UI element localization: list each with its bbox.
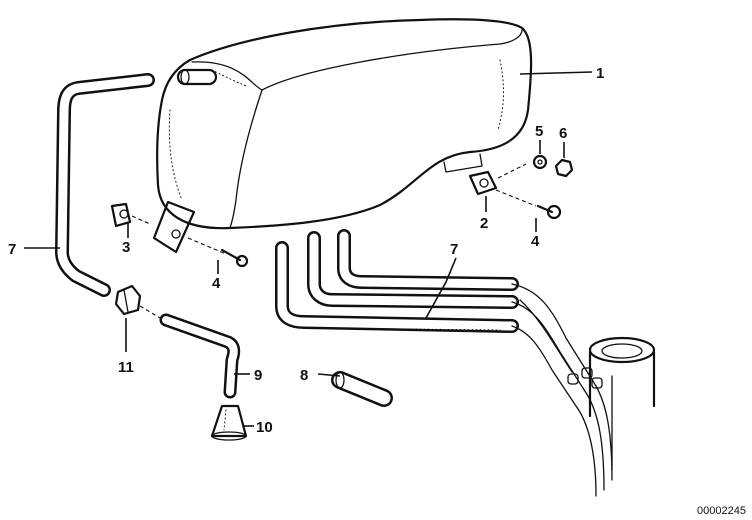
end-cap [210, 404, 248, 441]
vent-hose-left [55, 73, 155, 297]
document-number: 00002245 [697, 505, 746, 517]
hose-sleeve [331, 371, 393, 407]
callout-4-right: 4 [531, 233, 540, 250]
grommet [114, 284, 142, 316]
callout-1: 1 [596, 65, 604, 82]
callout-8: 8 [300, 367, 308, 384]
screw-left [187, 237, 249, 268]
callout-7-right: 7 [450, 241, 458, 258]
clip-right [468, 163, 537, 207]
callout-9: 9 [254, 367, 262, 384]
callout-11: 11 [118, 359, 134, 376]
callout-3: 3 [122, 239, 130, 256]
clip-left [110, 202, 151, 228]
washer [532, 154, 548, 170]
nut [554, 158, 574, 178]
connection-line-grommet [139, 305, 161, 319]
vent-hose-group [275, 229, 519, 333]
callout-4-left: 4 [212, 275, 221, 292]
leader-lines [24, 71, 593, 427]
screw-right [536, 204, 562, 220]
callout-labels: 1 5 6 2 3 4 4 7 7 11 9 8 10 [8, 65, 604, 436]
frame-lines [511, 283, 613, 497]
callout-5: 5 [535, 123, 543, 140]
callout-7-left: 7 [8, 241, 16, 258]
callout-6: 6 [559, 125, 567, 142]
bent-pipe [159, 313, 241, 399]
callout-10: 10 [256, 419, 273, 436]
tank-hose-stub [176, 68, 218, 86]
fuel-tank [156, 18, 533, 230]
mounting-lug-left [152, 200, 196, 254]
callout-2: 2 [480, 215, 488, 232]
frame-tube [567, 336, 656, 471]
